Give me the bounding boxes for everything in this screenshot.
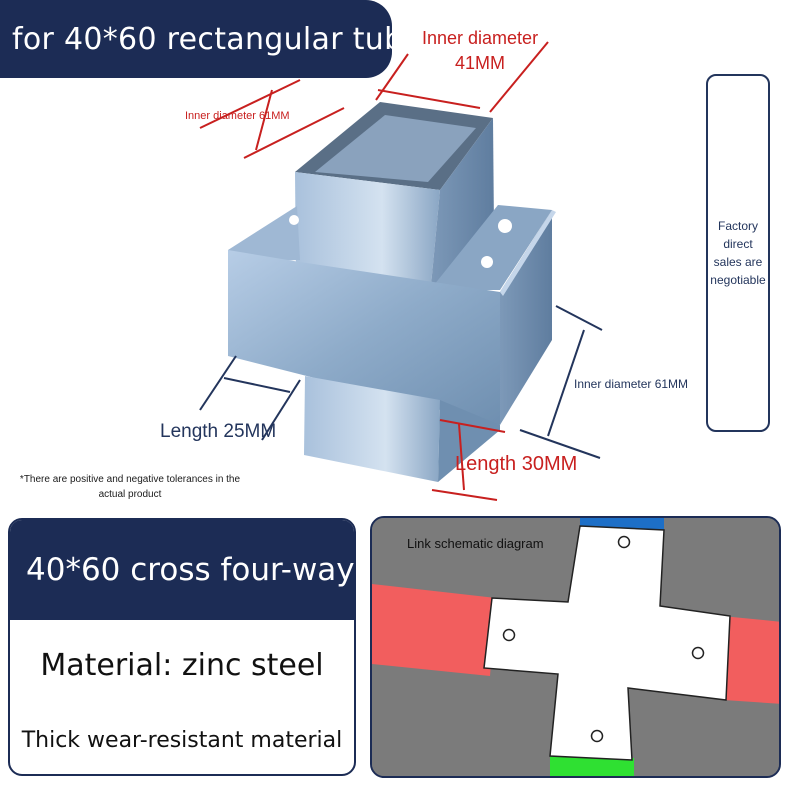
info-card-header: 40*60 cross four-way: [10, 520, 354, 620]
red-dimension-lines: [199, 41, 549, 501]
bottom-tube: [304, 376, 500, 482]
bolt-hole-left: [502, 628, 516, 642]
tolerance-note: *There are positive and negative toleran…: [19, 474, 241, 500]
bolt-hole-right: [691, 646, 705, 660]
inner-diameter-right: Inner diameter 61MM: [574, 377, 689, 391]
product-info-card: 40*60 cross four-way Material: zinc stee…: [8, 518, 356, 776]
inner-diameter-top-value: 41MM: [454, 53, 505, 73]
title-banner: for 40*60 rectangular tube: [0, 0, 422, 78]
info-card-title: 40*60 cross four-way: [26, 552, 355, 588]
bolt-hole-bottom: [590, 729, 604, 743]
navy-dimension-lines: [199, 305, 603, 459]
schematic-label: Link schematic diagram: [407, 536, 544, 551]
top-tube: [295, 102, 494, 296]
feature-text: Thick wear-resistant material: [21, 728, 343, 753]
length-bottom: Length 30MM: [455, 453, 578, 475]
horizontal-tube: [228, 205, 556, 425]
link-schematic-diagram: Link schematic diagram: [370, 516, 781, 778]
schematic-drawing: [372, 518, 779, 776]
length-left: Length 25MM: [160, 421, 277, 442]
left-tube-shape: [372, 584, 496, 676]
bolt-hole-top: [617, 535, 631, 549]
inner-diameter-left: Inner diameter 61MM: [185, 110, 290, 122]
bottom-tube-shape: [550, 756, 634, 776]
material-text: Material: zinc steel: [40, 648, 324, 683]
banner-title: for 40*60 rectangular tube: [12, 21, 423, 57]
right-tube-shape: [722, 616, 779, 704]
factory-sales-text: Factory direct sales are negotiable: [710, 219, 766, 287]
product-illustration: [199, 41, 603, 501]
inner-diameter-top-label: Inner diameter: [422, 28, 539, 48]
factory-sales-note: Factory direct sales are negotiable: [706, 74, 770, 432]
cross-plate: [483, 525, 731, 761]
